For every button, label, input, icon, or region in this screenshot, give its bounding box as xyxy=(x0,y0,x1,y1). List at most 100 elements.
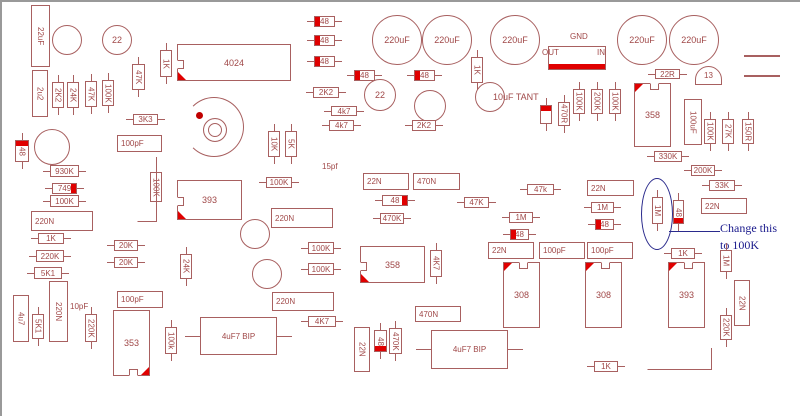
diode-unlabeled xyxy=(540,105,552,124)
resistor-100k: 100K xyxy=(266,177,292,188)
component-label: 100pF xyxy=(121,295,144,304)
capacitor-4uf7-bip: 4uF7 BIP xyxy=(431,330,508,369)
component-label: 100k xyxy=(166,331,176,350)
ic-notch xyxy=(683,262,693,269)
component-label: 308 xyxy=(513,290,530,300)
regulator-unlabeled xyxy=(548,46,606,70)
component-label: 393 xyxy=(201,195,218,205)
resistor-22r: 22R xyxy=(655,69,680,79)
resistor-1k: 1K xyxy=(160,50,172,77)
component-label: 200K xyxy=(693,166,713,175)
capacitor-220n: 220N xyxy=(31,211,93,231)
component-label: 2K2 xyxy=(53,87,63,103)
component-label: 47K xyxy=(86,86,96,102)
capacitor-220n: 220N xyxy=(271,208,333,228)
component-label: 47k xyxy=(534,185,547,194)
resistor-47k: 47K xyxy=(132,64,145,90)
capacitor-100uf: 100uF xyxy=(684,99,702,145)
component-label: 150R xyxy=(743,121,753,142)
resistor-4k7: 4k7 xyxy=(329,120,354,131)
resistor-1k: 1K xyxy=(594,361,618,372)
diode-48: 48 xyxy=(314,35,335,46)
pot-indicator-dot xyxy=(196,112,203,119)
polarity-band xyxy=(511,230,516,239)
component-label: 100pF xyxy=(543,246,566,255)
capacitor-22n: 22N xyxy=(354,327,370,372)
capacitor-22n: 22N xyxy=(363,173,409,190)
capacitor-22n: 22N xyxy=(587,180,634,196)
component-label: 4024 xyxy=(223,57,245,68)
component-label: 220K xyxy=(40,251,60,261)
transistor-unlabeled xyxy=(240,219,270,249)
capacitor-220n: 220N xyxy=(49,281,68,342)
polarity-band xyxy=(315,57,320,66)
capacitor-100pf: 100pF xyxy=(117,135,162,152)
component-label: 15pf xyxy=(322,162,338,171)
resistor-200k: 200K xyxy=(591,89,603,114)
pin1-marker xyxy=(141,367,149,375)
ic-308: 308 xyxy=(585,262,622,328)
component-label: 47K xyxy=(134,69,143,85)
resistor-100k: 100K xyxy=(573,89,585,114)
pin1-marker xyxy=(504,263,512,271)
resistor-27k: 27K xyxy=(722,119,734,144)
component-label: 1M xyxy=(596,203,609,212)
capacitor-4uf7-bip: 4uF7 BIP xyxy=(200,317,277,355)
component-label: 5K1 xyxy=(40,268,56,278)
ic-393: 393 xyxy=(177,180,242,220)
component-label: 220N xyxy=(275,213,295,223)
tantalum-10uf-tant: 10uF TANT xyxy=(475,82,539,112)
polarity-band xyxy=(415,71,420,80)
resistor-100k: 100K xyxy=(308,263,334,275)
ic-358: 358 xyxy=(360,246,425,283)
resistor-1m: 1M xyxy=(652,197,663,224)
resistor-47k: 47K xyxy=(85,81,97,107)
component-label: 220N xyxy=(276,297,296,306)
component-label: 100pF xyxy=(591,246,614,255)
component-label: 48 xyxy=(515,230,524,239)
transistor-22: 22 xyxy=(102,25,132,55)
trimmer-outline xyxy=(647,348,712,370)
capacitor-22n: 22N xyxy=(488,242,534,259)
component-label: 48 xyxy=(360,71,369,80)
component-label: 22N xyxy=(492,246,507,255)
component-label: 22N xyxy=(705,201,720,211)
polarity-band xyxy=(355,71,360,80)
resistor-100k: 100K xyxy=(102,80,114,106)
component-label: 100K xyxy=(55,196,74,206)
annotation-line-1: Change this xyxy=(720,221,777,235)
component-label: 4K7 xyxy=(431,256,441,271)
ic-353: 353 xyxy=(113,310,150,376)
resistor-220k: 220K xyxy=(720,315,732,340)
transistor-unlabeled xyxy=(52,25,82,55)
component-label: 470N xyxy=(417,177,437,186)
resistor-220k: 220K xyxy=(85,314,97,342)
capacitor-15pf: 15pf xyxy=(322,162,338,171)
component-label: 33K xyxy=(714,181,730,190)
component-label: 1M xyxy=(515,213,527,222)
potentiometer-unlabeled xyxy=(184,97,244,157)
component-label: 1K xyxy=(472,65,482,75)
resistor-5k: 5K xyxy=(285,131,297,157)
component-label: 24K xyxy=(68,87,78,103)
polarity-band xyxy=(674,218,683,223)
resistor-5k1: 5K1 xyxy=(32,314,44,339)
diode-48: 48 xyxy=(354,70,375,81)
component-label: 220N xyxy=(35,216,55,226)
highlight-ellipse xyxy=(641,178,673,250)
resistor-470k: 470K xyxy=(380,213,404,224)
component-label: 220uF xyxy=(384,35,410,45)
component-label: 2u2 xyxy=(35,86,45,101)
component-label: 22N xyxy=(591,183,606,193)
capacitor-100pf: 100pF xyxy=(587,242,633,259)
resistor-24k: 24K xyxy=(180,254,192,279)
component-label: IN xyxy=(597,48,605,57)
diode-48: 48 xyxy=(314,56,335,67)
component-label: 470K xyxy=(382,214,402,223)
text-out: OUT xyxy=(542,48,559,57)
component-label: 100K xyxy=(705,122,715,141)
component-label: 22 xyxy=(374,90,385,100)
pot-shaft xyxy=(203,118,227,142)
ic-358: 358 xyxy=(634,83,671,147)
